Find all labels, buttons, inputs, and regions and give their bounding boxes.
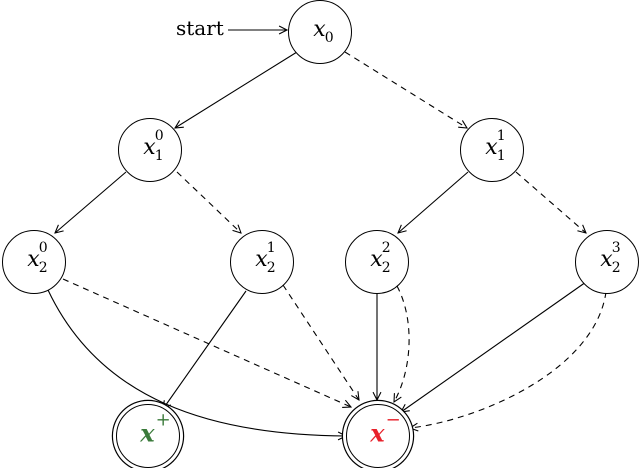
node-x0-sub: 0: [324, 30, 334, 47]
node-x-minus-sup: −: [385, 409, 401, 431]
edge-x2_3-xminus-dashed: [410, 291, 607, 428]
node-x1-0-sub: 1: [154, 148, 164, 165]
node-x2-3-sub: 2: [611, 260, 621, 277]
node-x2-2-sub: 2: [381, 260, 391, 277]
node-x2-2-sup: 2: [381, 240, 391, 257]
edge-x2_1-xplus: [163, 290, 247, 409]
edge-x1_1-x2_2: [398, 171, 469, 233]
node-x2-1-var: x: [255, 247, 268, 273]
node-x2-1-sup: 1: [266, 240, 276, 257]
node-x1-1-sup: 1: [496, 128, 506, 145]
edge-x2_0-xminus-dashed: [62, 278, 351, 407]
node-x0-var: x: [313, 17, 326, 43]
edge-x1_0-x2_1: [176, 171, 241, 233]
edge-x2_1-xminus: [282, 284, 359, 400]
edge-x2_0-xminus-solid: [47, 289, 346, 436]
edge-x0-x1_0: [175, 51, 298, 128]
node-x2-3-sup: 3: [611, 240, 621, 257]
start-label: start: [176, 16, 224, 40]
node-x2-0-sub: 2: [38, 260, 48, 277]
node-x2-1-sub: 2: [266, 260, 276, 277]
node-x-plus-sup: +: [155, 409, 171, 431]
node-x1-0-sup: 0: [154, 128, 164, 145]
node-x1-1-sub: 1: [496, 148, 506, 165]
node-x2-3-var: x: [600, 247, 613, 273]
node-x1-1-var: x: [485, 135, 498, 161]
node-x-plus-var: x: [140, 418, 155, 448]
node-x-plus[interactable]: x+: [116, 404, 180, 468]
node-x1-0-var: x: [143, 135, 156, 161]
edge-x1_1-x2_3: [515, 171, 586, 233]
edge-x1_0-x2_0: [55, 171, 127, 233]
edge-x2_2-xminus-dashed: [394, 285, 410, 402]
node-x-minus-var: x: [370, 418, 385, 448]
node-x-minus[interactable]: x−: [346, 404, 410, 468]
edge-x2_3-xminus-solid: [401, 281, 587, 412]
node-x2-2-var: x: [370, 247, 383, 273]
node-x2-0-var: x: [27, 247, 40, 273]
node-x2-0-sup: 0: [38, 240, 48, 257]
edge-x0-x1_1: [344, 51, 467, 128]
